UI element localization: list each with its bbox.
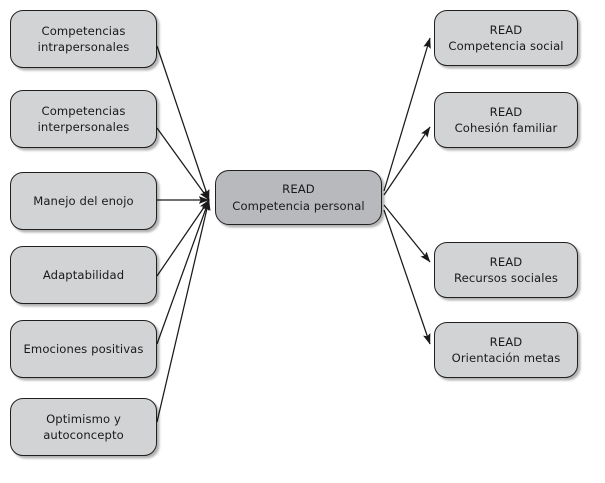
node-label: READ Competencia personal — [232, 182, 365, 213]
edge-competencias-intrapersonales — [156, 45, 210, 201]
node-read-cohesion-familiar[interactable]: READ Cohesión familiar — [434, 92, 578, 148]
node-label: Adaptabilidad — [42, 267, 125, 282]
node-read-orientacion-metas[interactable]: READ Orientación metas — [434, 322, 578, 378]
node-label: READ Cohesión familiar — [454, 104, 558, 135]
node-adaptabilidad[interactable]: Adaptabilidad — [10, 246, 157, 304]
node-label: Manejo del enojo — [33, 193, 134, 208]
node-label: READ Orientación metas — [451, 334, 561, 365]
node-label: Emociones positivas — [23, 341, 144, 356]
edge-adaptabilidad — [156, 199, 210, 277]
outgoing-edges — [383, 37, 431, 345]
node-label: READ Recursos sociales — [454, 254, 558, 285]
node-emociones-positivas[interactable]: Emociones positivas — [10, 320, 157, 378]
node-read-competencia-social[interactable]: READ Competencia social — [434, 10, 578, 66]
incoming-edges — [156, 45, 211, 423]
edge-read-competencia-social — [383, 37, 431, 192]
edge-competencias-interpersonales — [156, 127, 210, 201]
node-read-recursos-sociales[interactable]: READ Recursos sociales — [434, 242, 578, 298]
node-competencias-intrapersonales[interactable]: Competencias intrapersonales — [10, 10, 157, 68]
edge-read-recursos-sociales — [383, 204, 431, 263]
node-manejo-del-enojo[interactable]: Manejo del enojo — [10, 172, 157, 230]
edge-emociones-positivas — [156, 199, 210, 345]
node-label: Optimismo y autoconcepto — [43, 411, 124, 442]
node-label: READ Competencia social — [448, 22, 564, 53]
edge-optimismo-y-autoconcepto — [156, 199, 211, 423]
node-label: Competencias intrapersonales — [37, 23, 130, 54]
node-read-competencia-personal[interactable]: READ Competencia personal — [215, 170, 382, 225]
node-optimismo-y-autoconcepto[interactable]: Optimismo y autoconcepto — [10, 398, 157, 456]
edge-read-orientacion-metas — [383, 209, 431, 345]
edge-read-cohesion-familiar — [383, 126, 431, 196]
node-competencias-interpersonales[interactable]: Competencias interpersonales — [10, 90, 157, 148]
node-label: Competencias interpersonales — [37, 103, 130, 134]
